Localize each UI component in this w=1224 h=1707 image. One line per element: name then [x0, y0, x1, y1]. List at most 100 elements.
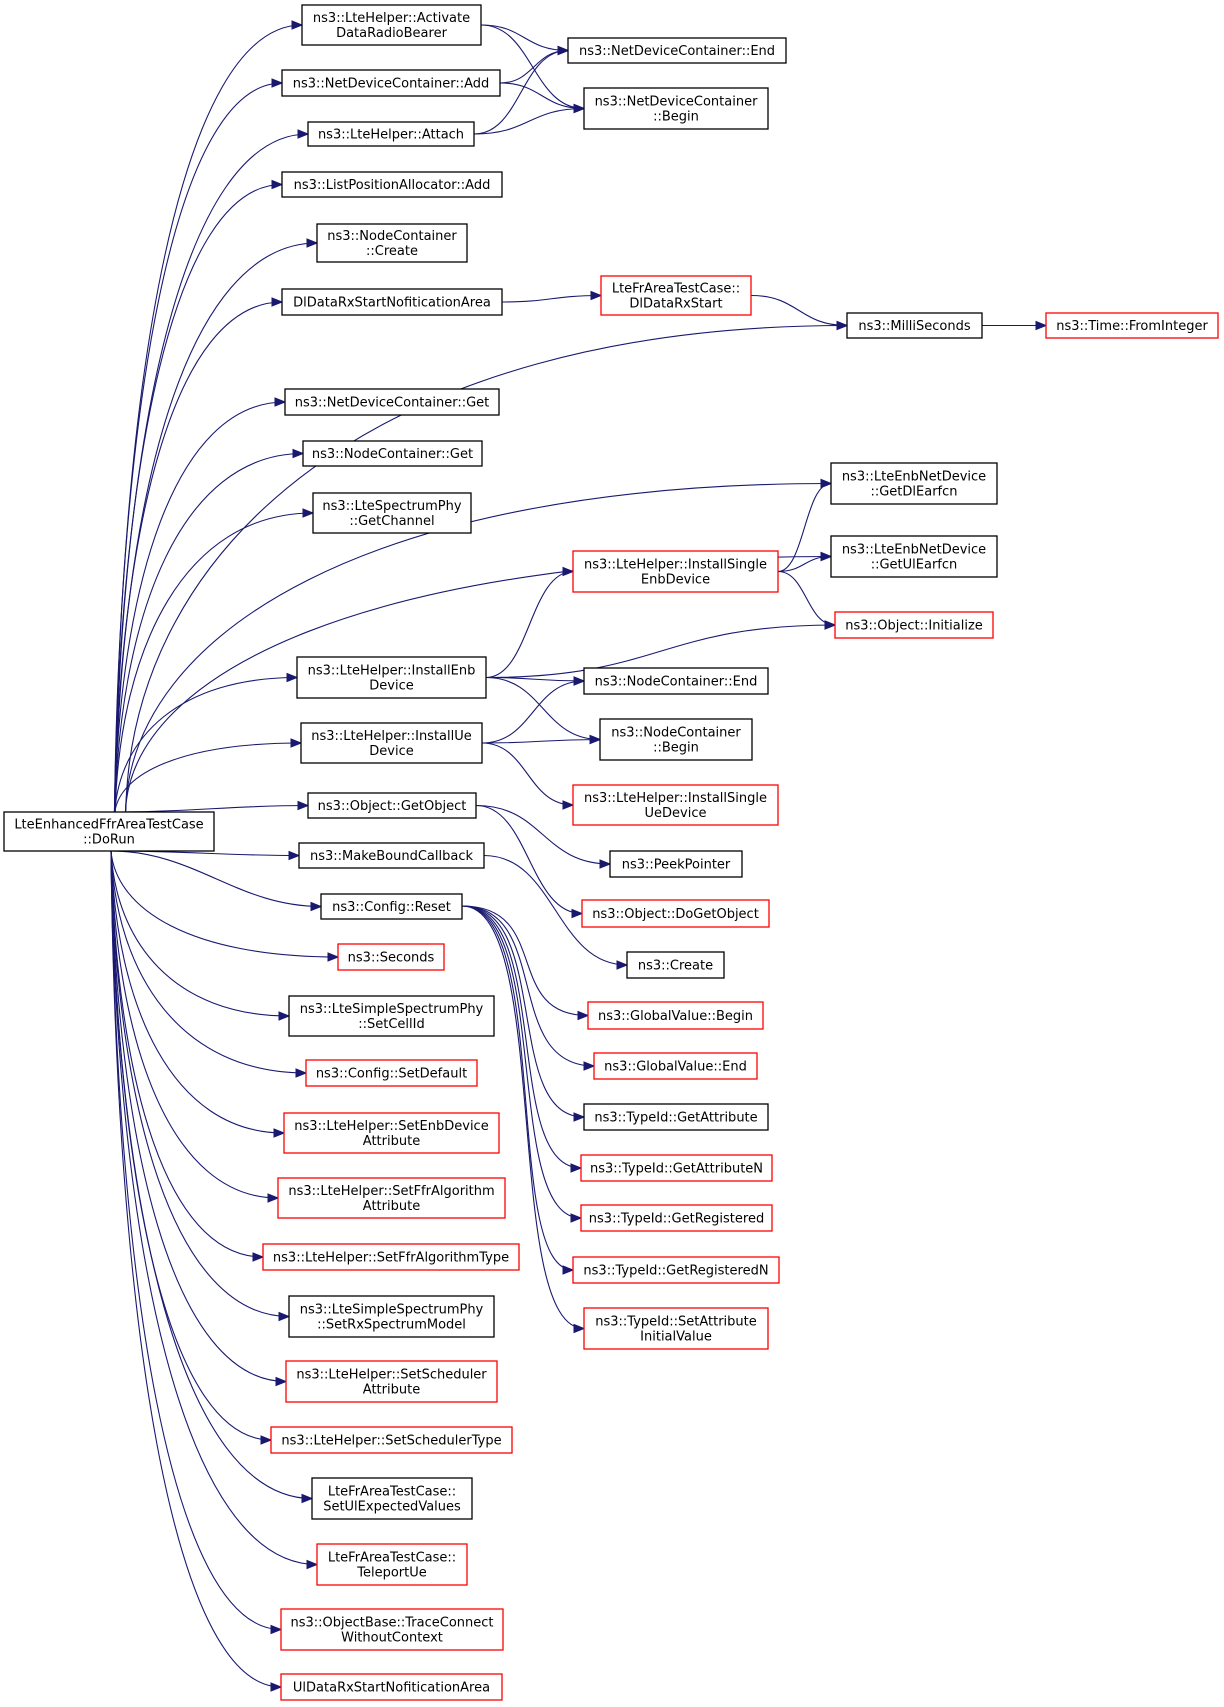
- node-setDefault[interactable]: ns3::Config::SetDefault: [305, 1059, 478, 1087]
- node-box-ncCreate[interactable]: [316, 223, 468, 263]
- node-lpaAdd[interactable]: ns3::ListPositionAllocator::Add: [281, 171, 503, 198]
- node-box-tidGetAttr[interactable]: [583, 1103, 769, 1131]
- node-box-ndcAdd[interactable]: [281, 69, 501, 97]
- node-box-dlNotif[interactable]: [281, 288, 503, 316]
- node-tidGetAttrN[interactable]: ns3::TypeId::GetAttributeN: [580, 1154, 773, 1182]
- node-getChannel[interactable]: ns3::LteSpectrumPhy::GetChannel: [312, 492, 472, 534]
- node-box-setDefault[interactable]: [305, 1059, 478, 1087]
- node-getObject[interactable]: ns3::Object::GetObject: [307, 792, 477, 819]
- node-tidGetReg[interactable]: ns3::TypeId::GetRegistered: [580, 1204, 773, 1232]
- node-root[interactable]: LteEnhancedFfrAreaTestCase::DoRun: [3, 811, 215, 852]
- node-box-tidGetReg[interactable]: [580, 1204, 773, 1232]
- node-setSchedType[interactable]: ns3::LteHelper::SetSchedulerType: [270, 1426, 513, 1454]
- node-box-getDl[interactable]: [830, 462, 998, 505]
- node-ndcGet[interactable]: ns3::NetDeviceContainer::Get: [284, 388, 500, 416]
- node-ndcAdd[interactable]: ns3::NetDeviceContainer::Add: [281, 69, 501, 97]
- node-fromInt[interactable]: ns3::Time::FromInteger: [1045, 312, 1219, 339]
- node-box-fromInt[interactable]: [1045, 312, 1219, 339]
- node-dlRxStart[interactable]: LteFrAreaTestCase::DlDataRxStart: [600, 275, 752, 316]
- node-box-makeBound[interactable]: [298, 842, 485, 869]
- node-box-dlRxStart[interactable]: [600, 275, 752, 316]
- node-box-setSchedAttr[interactable]: [285, 1360, 498, 1403]
- node-box-tidGetAttrN[interactable]: [580, 1154, 773, 1182]
- node-box-traceConnect[interactable]: [280, 1608, 504, 1651]
- node-box-tidSetAttrInit[interactable]: [583, 1307, 769, 1350]
- node-ndcEnd[interactable]: ns3::NetDeviceContainer::End: [567, 37, 787, 64]
- node-setCellId[interactable]: ns3::LteSimpleSpectrumPhy::SetCellId: [288, 995, 495, 1037]
- node-box-installSingleUe[interactable]: [572, 784, 779, 826]
- node-gvEnd[interactable]: ns3::GlobalValue::End: [593, 1052, 758, 1080]
- node-milli[interactable]: ns3::MilliSeconds: [846, 312, 983, 339]
- node-box-objInit[interactable]: [834, 611, 994, 639]
- node-ncCreate[interactable]: ns3::NodeContainer::Create: [316, 223, 468, 263]
- node-box-ndcGet[interactable]: [284, 388, 500, 416]
- node-ulNotif[interactable]: UlDataRxStartNofiticationArea: [280, 1673, 503, 1701]
- node-box-lpaAdd[interactable]: [281, 171, 503, 198]
- node-box-setRxModel[interactable]: [288, 1295, 495, 1338]
- node-makeBound[interactable]: ns3::MakeBoundCallback: [298, 842, 485, 869]
- node-box-gvBegin[interactable]: [587, 1001, 764, 1030]
- node-objInit[interactable]: ns3::Object::Initialize: [834, 611, 994, 639]
- node-box-installUe[interactable]: [300, 722, 483, 764]
- node-box-setCellId[interactable]: [288, 995, 495, 1037]
- node-gvBegin[interactable]: ns3::GlobalValue::Begin: [587, 1001, 764, 1030]
- node-setFfrType[interactable]: ns3::LteHelper::SetFfrAlgorithmType: [262, 1243, 520, 1271]
- node-traceConnect[interactable]: ns3::ObjectBase::TraceConnectWithoutCont…: [280, 1608, 504, 1651]
- node-box-ncBegin[interactable]: [599, 718, 753, 761]
- node-doGetObject[interactable]: ns3::Object::DoGetObject: [581, 899, 770, 928]
- node-box-ncGet[interactable]: [302, 440, 483, 467]
- node-box-getChannel[interactable]: [312, 492, 472, 534]
- node-getDl[interactable]: ns3::LteEnbNetDevice::GetDlEarfcn: [830, 462, 998, 505]
- node-box-setEnbDevAttr[interactable]: [283, 1112, 500, 1154]
- node-seconds[interactable]: ns3::Seconds: [337, 943, 445, 971]
- node-box-ulNotif[interactable]: [280, 1673, 503, 1701]
- node-setUlExp[interactable]: LteFrAreaTestCase::SetUlExpectedValues: [311, 1477, 473, 1520]
- node-box-installEnb[interactable]: [296, 656, 487, 699]
- node-box-installSingleEnb[interactable]: [572, 550, 779, 593]
- node-box-setFfrType[interactable]: [262, 1243, 520, 1271]
- node-attach[interactable]: ns3::LteHelper::Attach: [307, 121, 475, 147]
- node-box-configReset[interactable]: [320, 893, 463, 920]
- node-box-ndcBegin[interactable]: [583, 87, 769, 130]
- node-dlNotif[interactable]: DlDataRxStartNofiticationArea: [281, 288, 503, 316]
- node-box-milli[interactable]: [846, 312, 983, 339]
- node-box-setSchedType[interactable]: [270, 1426, 513, 1454]
- node-teleport[interactable]: LteFrAreaTestCase::TeleportUe: [316, 1543, 468, 1586]
- node-peek[interactable]: ns3::PeekPointer: [609, 850, 743, 878]
- node-ndcBegin[interactable]: ns3::NetDeviceContainer::Begin: [583, 87, 769, 130]
- node-box-ncEnd[interactable]: [583, 667, 769, 695]
- node-box-peek[interactable]: [609, 850, 743, 878]
- node-ncEnd[interactable]: ns3::NodeContainer::End: [583, 667, 769, 695]
- node-getUl[interactable]: ns3::LteEnbNetDevice::GetUlEarfcn: [830, 535, 998, 578]
- node-tidGetRegN[interactable]: ns3::TypeId::GetRegisteredN: [572, 1256, 780, 1284]
- node-box-getUl[interactable]: [830, 535, 998, 578]
- node-ncGet[interactable]: ns3::NodeContainer::Get: [302, 440, 483, 467]
- node-box-seconds[interactable]: [337, 943, 445, 971]
- node-box-ndcEnd[interactable]: [567, 37, 787, 64]
- node-box-gvEnd[interactable]: [593, 1052, 758, 1080]
- node-box-tidGetRegN[interactable]: [572, 1256, 780, 1284]
- node-box-create[interactable]: [626, 951, 725, 979]
- node-box-attach[interactable]: [307, 121, 475, 147]
- node-tidGetAttr[interactable]: ns3::TypeId::GetAttribute: [583, 1103, 769, 1131]
- node-box-setUlExp[interactable]: [311, 1477, 473, 1520]
- node-box-doGetObject[interactable]: [581, 899, 770, 928]
- node-ncBegin[interactable]: ns3::NodeContainer::Begin: [599, 718, 753, 761]
- node-box-root[interactable]: [3, 811, 215, 852]
- node-box-setFfrAttr[interactable]: [277, 1177, 506, 1219]
- node-box-getObject[interactable]: [307, 792, 477, 819]
- node-box-activate[interactable]: [301, 4, 482, 46]
- node-setRxModel[interactable]: ns3::LteSimpleSpectrumPhy::SetRxSpectrum…: [288, 1295, 495, 1338]
- node-box-teleport[interactable]: [316, 1543, 468, 1586]
- node-configReset[interactable]: ns3::Config::Reset: [320, 893, 463, 920]
- node-create[interactable]: ns3::Create: [626, 951, 725, 979]
